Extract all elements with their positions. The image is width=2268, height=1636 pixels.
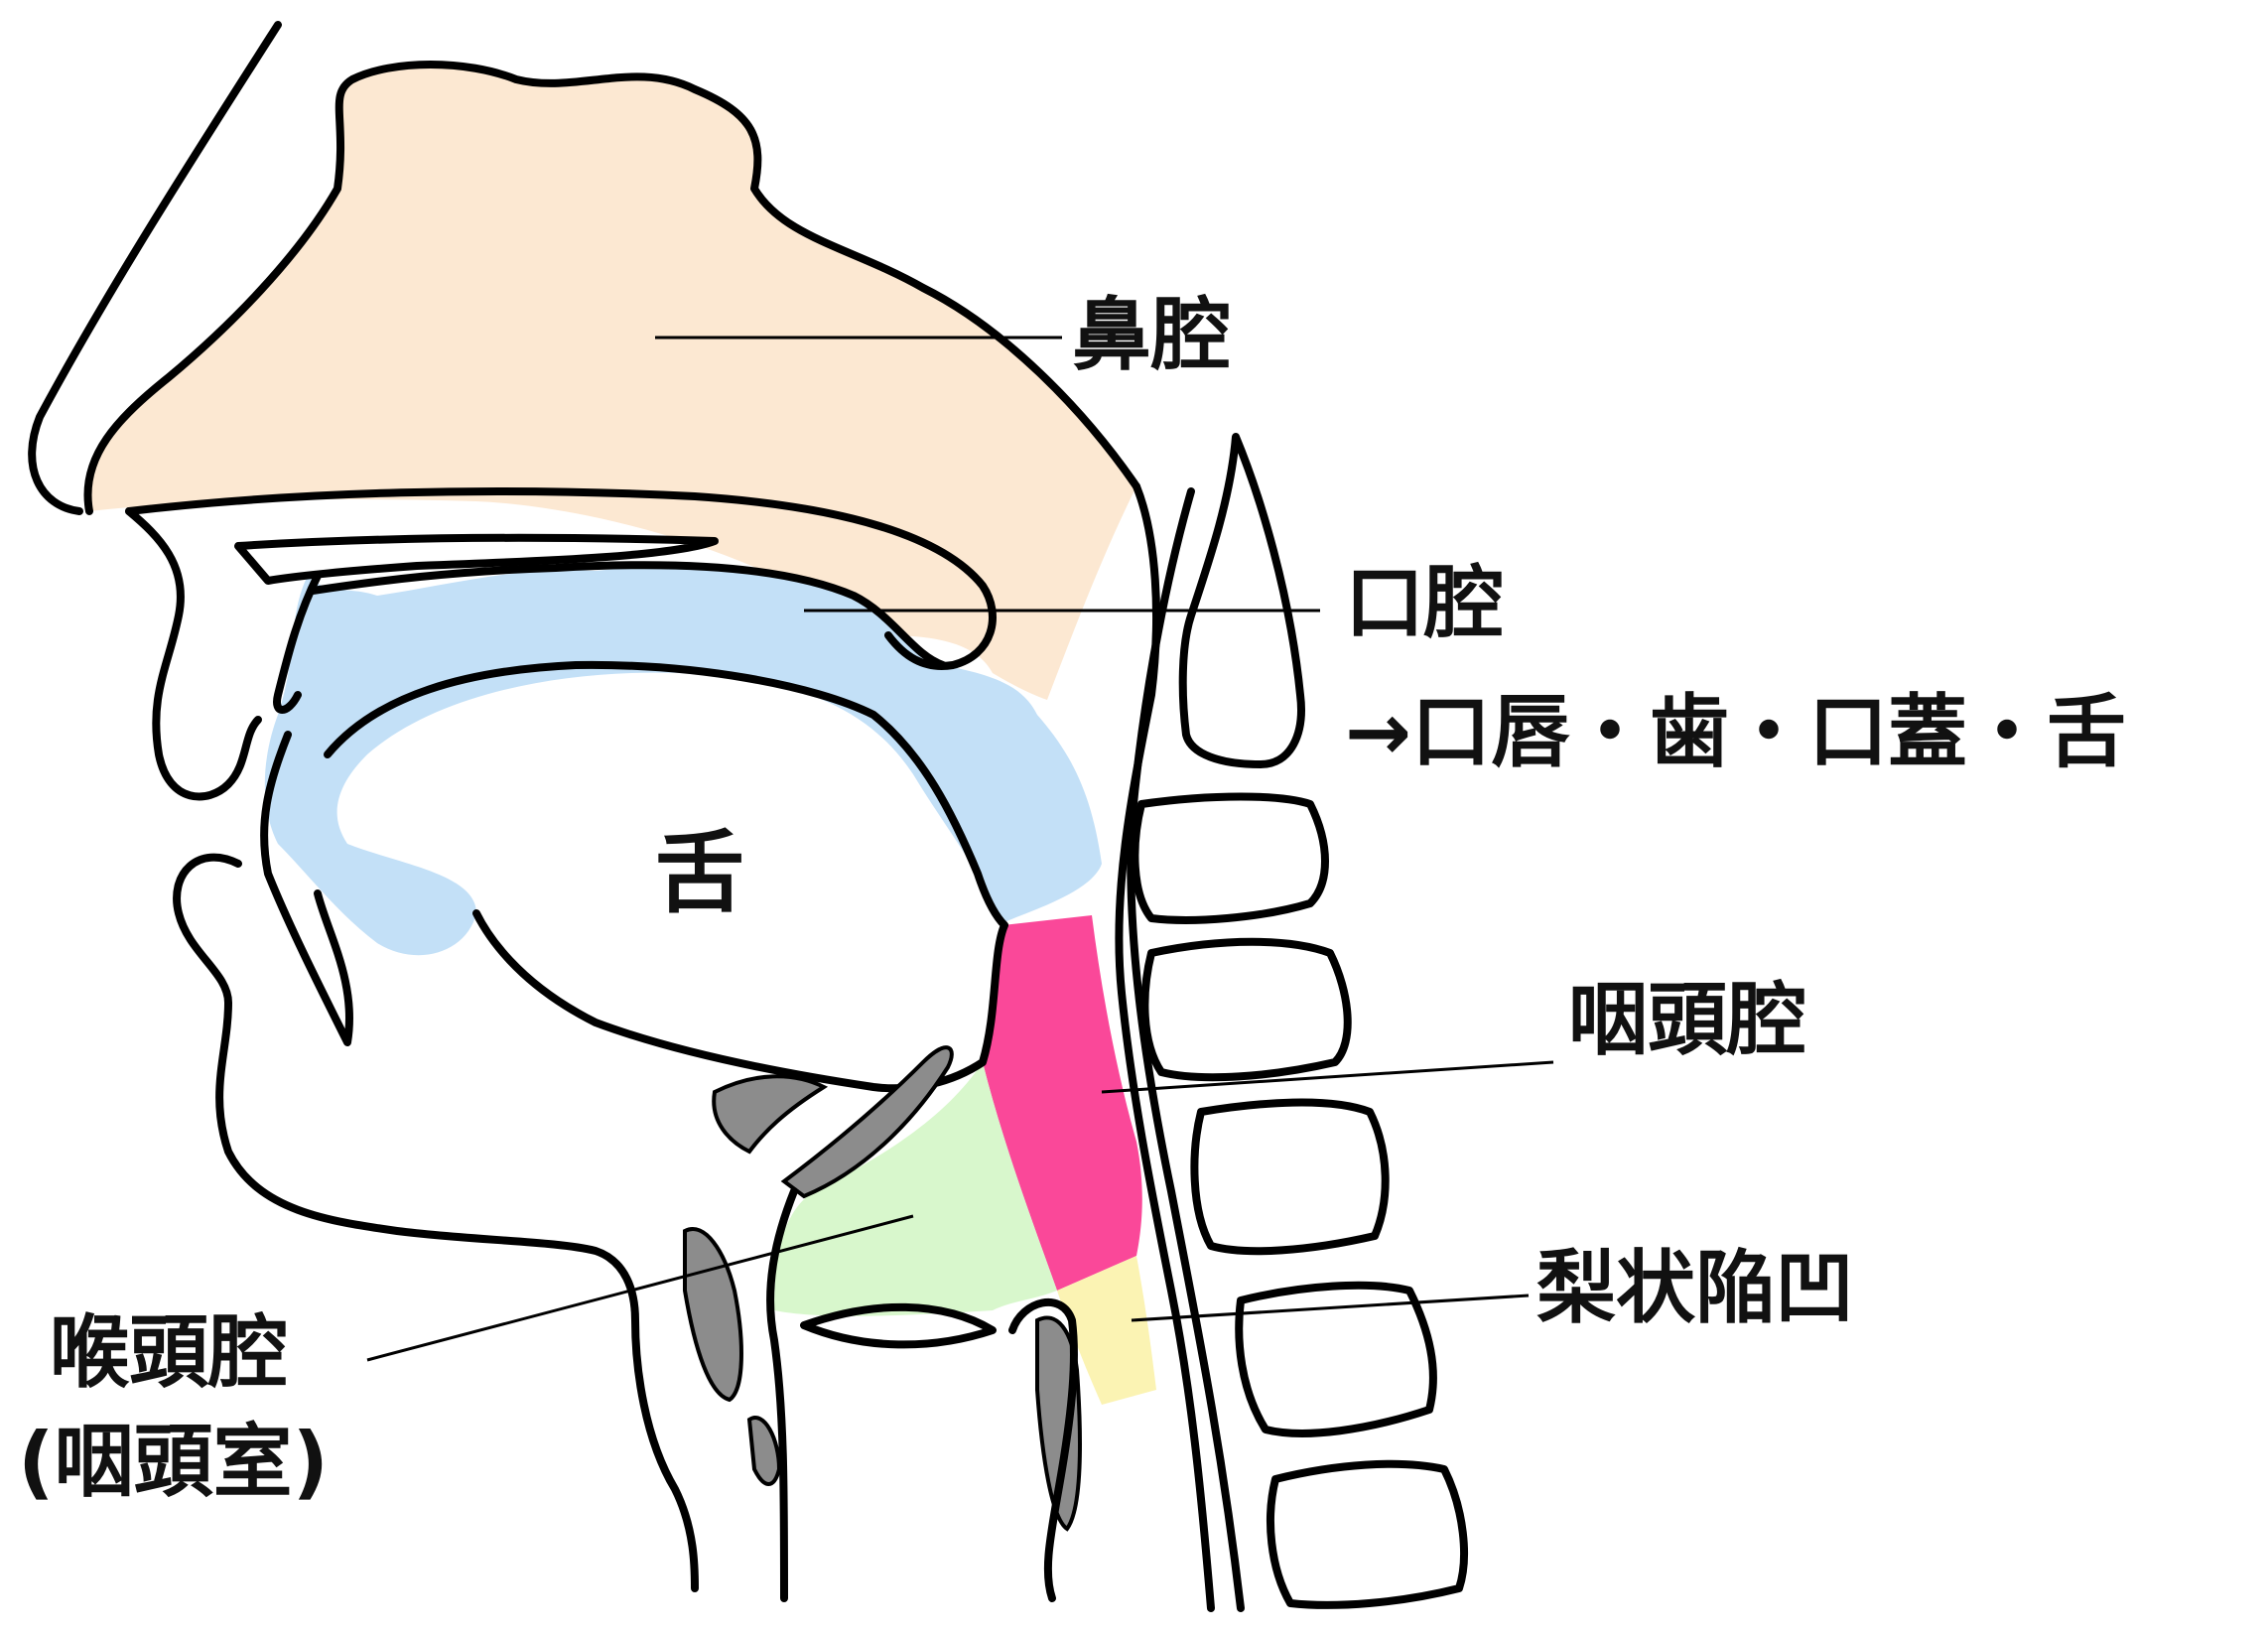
label-oral-components: →口唇・歯・口蓋・舌 bbox=[1345, 686, 2126, 778]
label-pharynx: 咽頭腔 bbox=[1568, 974, 1806, 1066]
label-larynx-sub: (咽頭室) bbox=[18, 1416, 329, 1508]
label-oral-cavity: 口腔 bbox=[1345, 557, 1504, 649]
vertebra-odontoid bbox=[1183, 437, 1301, 764]
vertebra-c6 bbox=[1270, 1464, 1464, 1605]
cricoid-cartilage bbox=[749, 1418, 779, 1484]
hyoid-cartilage bbox=[714, 1076, 824, 1152]
label-larynx: 喉頭腔 bbox=[50, 1306, 288, 1399]
label-tongue: 舌 bbox=[655, 821, 744, 925]
label-nasal-cavity: 鼻腔 bbox=[1072, 289, 1231, 381]
vertebra-c4 bbox=[1194, 1103, 1385, 1252]
label-piriform: 梨状陥凹 bbox=[1536, 1242, 1854, 1334]
vertebra-c3 bbox=[1144, 942, 1347, 1077]
vertebra-c2 bbox=[1134, 797, 1325, 920]
spine-front-outline bbox=[1119, 486, 1211, 1608]
thyroid-cartilage bbox=[685, 1229, 741, 1400]
